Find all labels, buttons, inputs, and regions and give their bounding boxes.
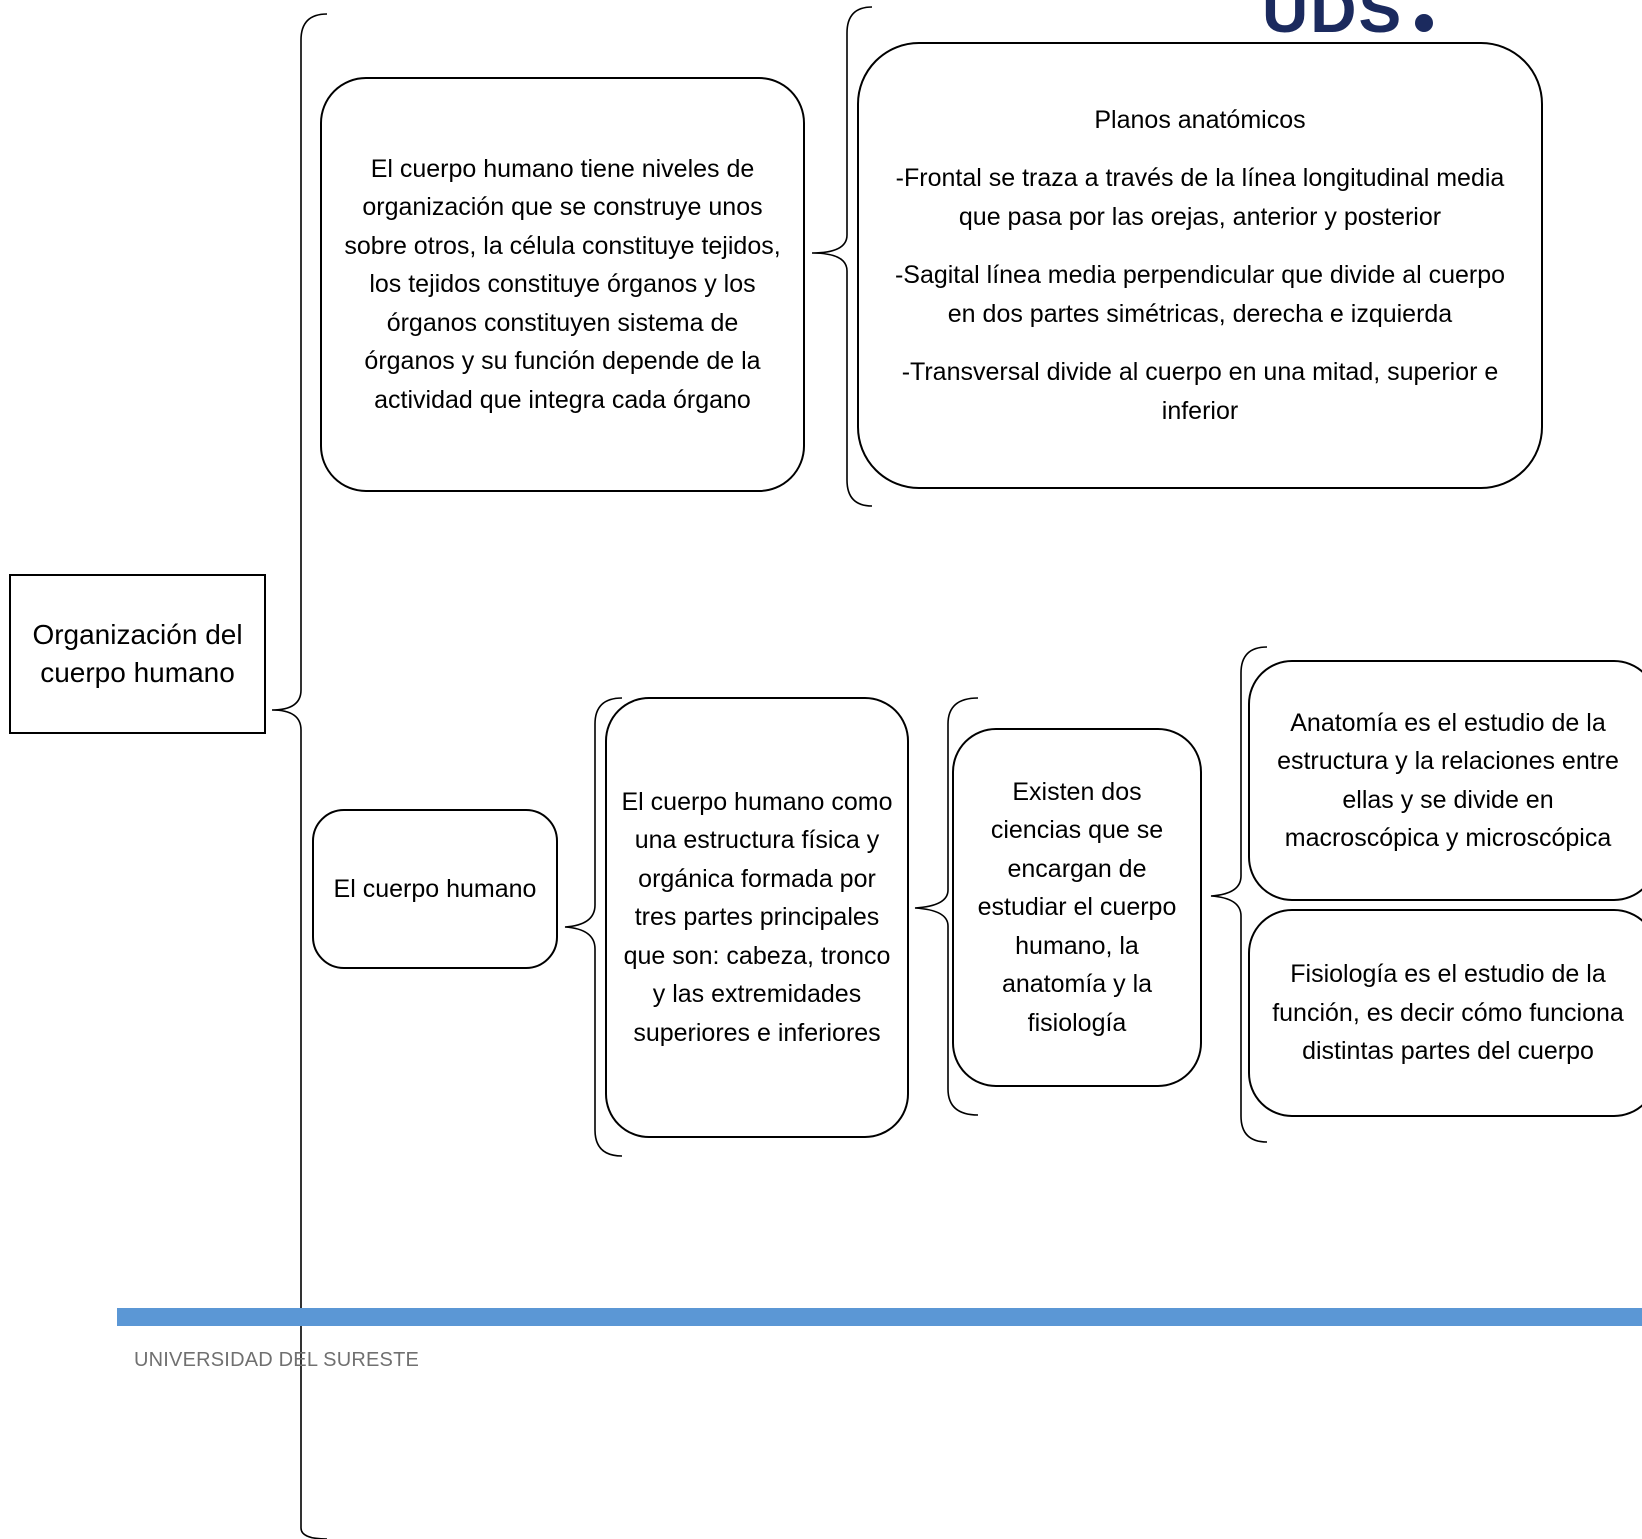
footer-university: UNIVERSIDAD DEL SURESTE [134,1349,420,1371]
anatomy-physiology-bracket [1210,646,1268,1143]
organization-levels-node: El cuerpo humano tiene niveles de organi… [320,77,805,492]
anatomy-text: Anatomía es el estudio de la estructura … [1277,708,1619,853]
planes-title: Planos anatómicos [1094,105,1306,134]
body-node: El cuerpo humano [312,809,558,969]
top-bracket [811,6,873,507]
body-label: El cuerpo humano [333,874,537,903]
footer-bar [117,1308,1642,1326]
physiology-node: Fisiología es el estudio de la función, … [1248,909,1642,1117]
root-label: Organización del cuerpo humano [32,619,243,688]
anatomical-planes-node: Planos anatómicos -Frontal se traza a tr… [857,42,1543,489]
anatomy-node: Anatomía es el estudio de la estructura … [1248,660,1642,901]
structure-bracket [564,697,623,1157]
physiology-text: Fisiología es el estudio de la función, … [1272,960,1624,1066]
sciences-node: Existen dos ciencias que se encargan de … [952,728,1202,1087]
root-node: Organización del cuerpo humano [9,574,266,734]
organization-levels-text: El cuerpo humano tiene niveles de organi… [344,154,781,414]
plane-frontal: -Frontal se traza a través de la línea l… [895,164,1505,231]
body-structure-text: El cuerpo humano como una estructura fís… [621,787,893,1047]
main-bracket [271,13,328,1539]
sciences-text: Existen dos ciencias que se encargan de … [977,777,1177,1037]
sciences-bracket [914,697,979,1116]
uds-logo: UDS [1262,0,1434,42]
plane-sagittal: -Sagital línea media perpendicular que d… [894,261,1506,328]
body-structure-node: El cuerpo humano como una estructura fís… [605,697,909,1138]
plane-transversal: -Transversal divide al cuerpo en una mit… [901,358,1499,425]
